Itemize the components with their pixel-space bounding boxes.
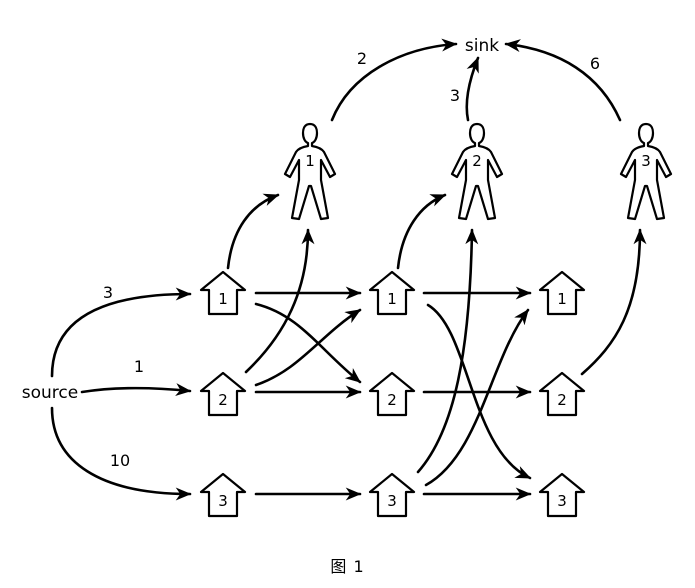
house-c1-1-number: 1	[218, 290, 228, 308]
person-1: 1	[283, 122, 337, 221]
house-c2-1: 1	[368, 270, 416, 316]
house-c2-2-number: 2	[387, 391, 397, 409]
edge-source-house-c1-3	[50, 406, 192, 501]
edge-h2-3-to-h3-1	[424, 308, 530, 487]
house-c2-1-number: 1	[387, 290, 397, 308]
house-to-person-edges	[226, 193, 647, 474]
edge-h1-2-to-h2-1	[254, 308, 362, 387]
person-3: 3	[619, 122, 673, 221]
house-c1-3-number: 3	[218, 492, 228, 510]
figure-caption: 图 1	[330, 557, 365, 576]
edge-h2-1-to-person-2	[396, 193, 447, 270]
edge-h1-2-to-person-1	[244, 228, 315, 374]
edge-person-3-to-sink	[504, 39, 622, 122]
house-c1-3: 3	[199, 472, 247, 518]
column2-to-column3-edges	[422, 286, 532, 501]
house-c3-2: 2	[538, 371, 586, 417]
house-c1-1: 1	[199, 270, 247, 316]
person-to-sink-edges	[330, 38, 622, 122]
house-c3-3-number: 3	[557, 492, 567, 510]
capacity-label-person2-sink: 3	[450, 86, 460, 105]
edge-person-2-to-sink	[465, 56, 480, 122]
house-c3-1: 1	[538, 270, 586, 316]
edge-h2-3-to-person-2	[416, 228, 479, 474]
people-row: 1 2 3	[283, 122, 673, 221]
house-c2-2: 2	[368, 371, 416, 417]
house-column-3: 1 2 3	[538, 270, 586, 518]
house-c1-2-number: 2	[218, 391, 228, 409]
person-2: 2	[450, 122, 504, 221]
capacity-label-person3-sink: 6	[590, 54, 600, 73]
capacity-label-source-house2: 1	[134, 357, 144, 376]
person-3-number: 3	[641, 152, 651, 170]
person-1-number: 1	[305, 152, 315, 170]
source-edges	[50, 287, 192, 501]
house-c3-1-number: 1	[557, 290, 567, 308]
source-label: source	[22, 383, 78, 403]
edge-source-house-c1-2	[80, 383, 192, 397]
house-c1-2: 2	[199, 371, 247, 417]
capacity-label-source-house1: 3	[103, 283, 113, 302]
edge-capacity-labels: 3 1 10 2 3 6	[103, 49, 600, 470]
capacity-label-person1-sink: 2	[357, 49, 367, 68]
sink-label: sink	[465, 36, 499, 56]
house-c3-3: 3	[538, 472, 586, 518]
column1-to-column2-edges	[254, 286, 362, 501]
edge-h2-1-to-h3-3	[426, 303, 532, 480]
house-column-1: 1 2 3	[199, 270, 247, 518]
edge-source-house-c1-1	[50, 287, 192, 378]
house-c2-3-number: 3	[387, 492, 397, 510]
capacity-label-source-house3: 10	[110, 451, 130, 470]
person-2-number: 2	[472, 152, 482, 170]
edge-h3-2-to-person-3	[580, 228, 647, 376]
edge-h1-1-to-person-1	[226, 193, 280, 270]
edge-h1-1-to-h2-2	[254, 302, 362, 384]
edge-person-1-to-sink	[330, 38, 458, 122]
house-column-2: 1 2 3	[368, 270, 416, 518]
house-c2-3: 3	[368, 472, 416, 518]
house-c3-2-number: 2	[557, 391, 567, 409]
